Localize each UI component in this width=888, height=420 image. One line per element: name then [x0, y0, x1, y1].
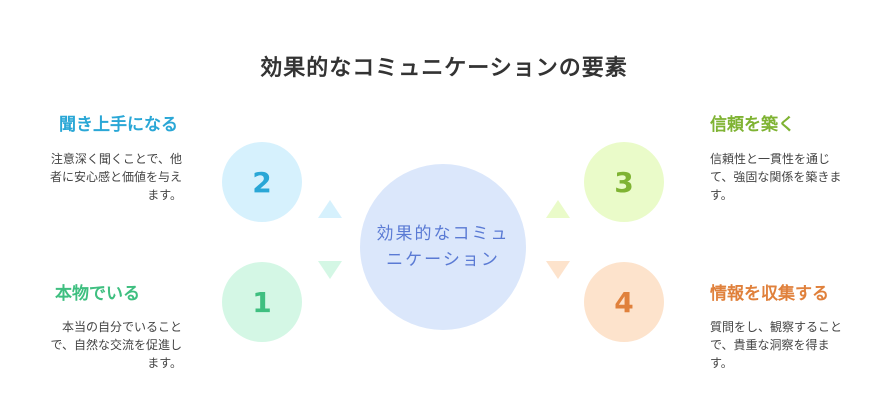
description-trust: 信頼性と一貫性を通じて、強固な関係を築きます。: [710, 152, 842, 202]
center-label: 効果的なコミュニケーション: [376, 224, 510, 270]
arrow-down-right: [546, 261, 570, 279]
center-circle: 効果的なコミュニケーション: [360, 164, 526, 330]
heading-trust: 信頼を築く: [710, 115, 795, 135]
heading-gather-info: 情報を収集する: [710, 284, 829, 304]
number-1: 1: [252, 285, 272, 319]
circle-element-1: 1: [222, 262, 302, 342]
diagram-title: 効果的なコミュニケーションの要素: [260, 56, 628, 81]
description-listening: 注意深く聞くことで、他者に安心感と価値を与えます。: [49, 152, 182, 202]
number-3: 3: [614, 165, 634, 199]
circle-element-4: 4: [584, 262, 664, 342]
circle-element-2: 2: [222, 142, 302, 222]
description-authentic: 本当の自分でいることで、自然な交流を促進します。: [50, 320, 182, 370]
arrow-up-right: [546, 200, 570, 218]
arrow-down-left: [318, 261, 342, 279]
heading-authentic: 本物でいる: [55, 284, 140, 304]
arrow-up-left: [318, 200, 342, 218]
heading-listening: 聞き上手になる: [59, 115, 178, 135]
circle-element-3: 3: [584, 142, 664, 222]
number-2: 2: [252, 165, 272, 199]
number-4: 4: [614, 285, 634, 319]
description-gather-info: 質問をし、観察することで、貴重な洞察を得ます。: [710, 320, 843, 370]
